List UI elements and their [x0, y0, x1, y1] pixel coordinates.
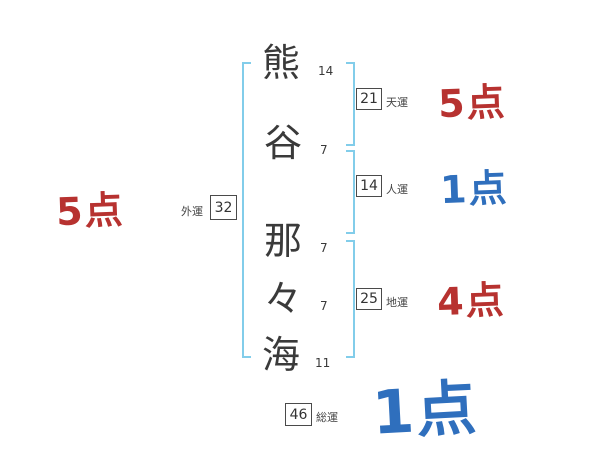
jinun-bracket	[346, 150, 355, 234]
chiun-score: 4点	[436, 277, 507, 325]
gaiun-value-box: 32	[210, 195, 237, 220]
tenun-value-box: 21	[356, 88, 382, 110]
tenun-score: 5点	[437, 79, 508, 127]
tenun-label: 天運	[386, 96, 408, 109]
stroke-count: 7	[320, 241, 328, 255]
jinun-score: 1点	[439, 165, 510, 213]
chiun-label: 地運	[386, 296, 408, 309]
souun-value-box: 46	[285, 403, 312, 426]
gaiun-bracket	[242, 62, 251, 358]
souun-label: 総運	[316, 411, 338, 424]
tenun-bracket	[346, 62, 355, 146]
name-character: 々	[264, 277, 303, 321]
name-character: 谷	[264, 121, 303, 165]
name-character: 海	[262, 333, 301, 377]
jinun-value-box: 14	[356, 175, 382, 197]
chiun-value-box: 25	[356, 288, 382, 310]
name-character: 熊	[262, 41, 301, 85]
gaiun-label: 外運	[181, 205, 203, 218]
name-character: 那	[264, 219, 303, 263]
stroke-count: 14	[318, 64, 334, 78]
stroke-count: 11	[315, 356, 331, 370]
stroke-count: 7	[320, 299, 328, 313]
gaiun-score: 5点	[55, 187, 126, 235]
jinun-label: 人運	[386, 183, 408, 196]
stroke-count: 7	[320, 143, 328, 157]
souun-score: 1点	[370, 373, 480, 449]
chiun-bracket	[346, 240, 355, 358]
